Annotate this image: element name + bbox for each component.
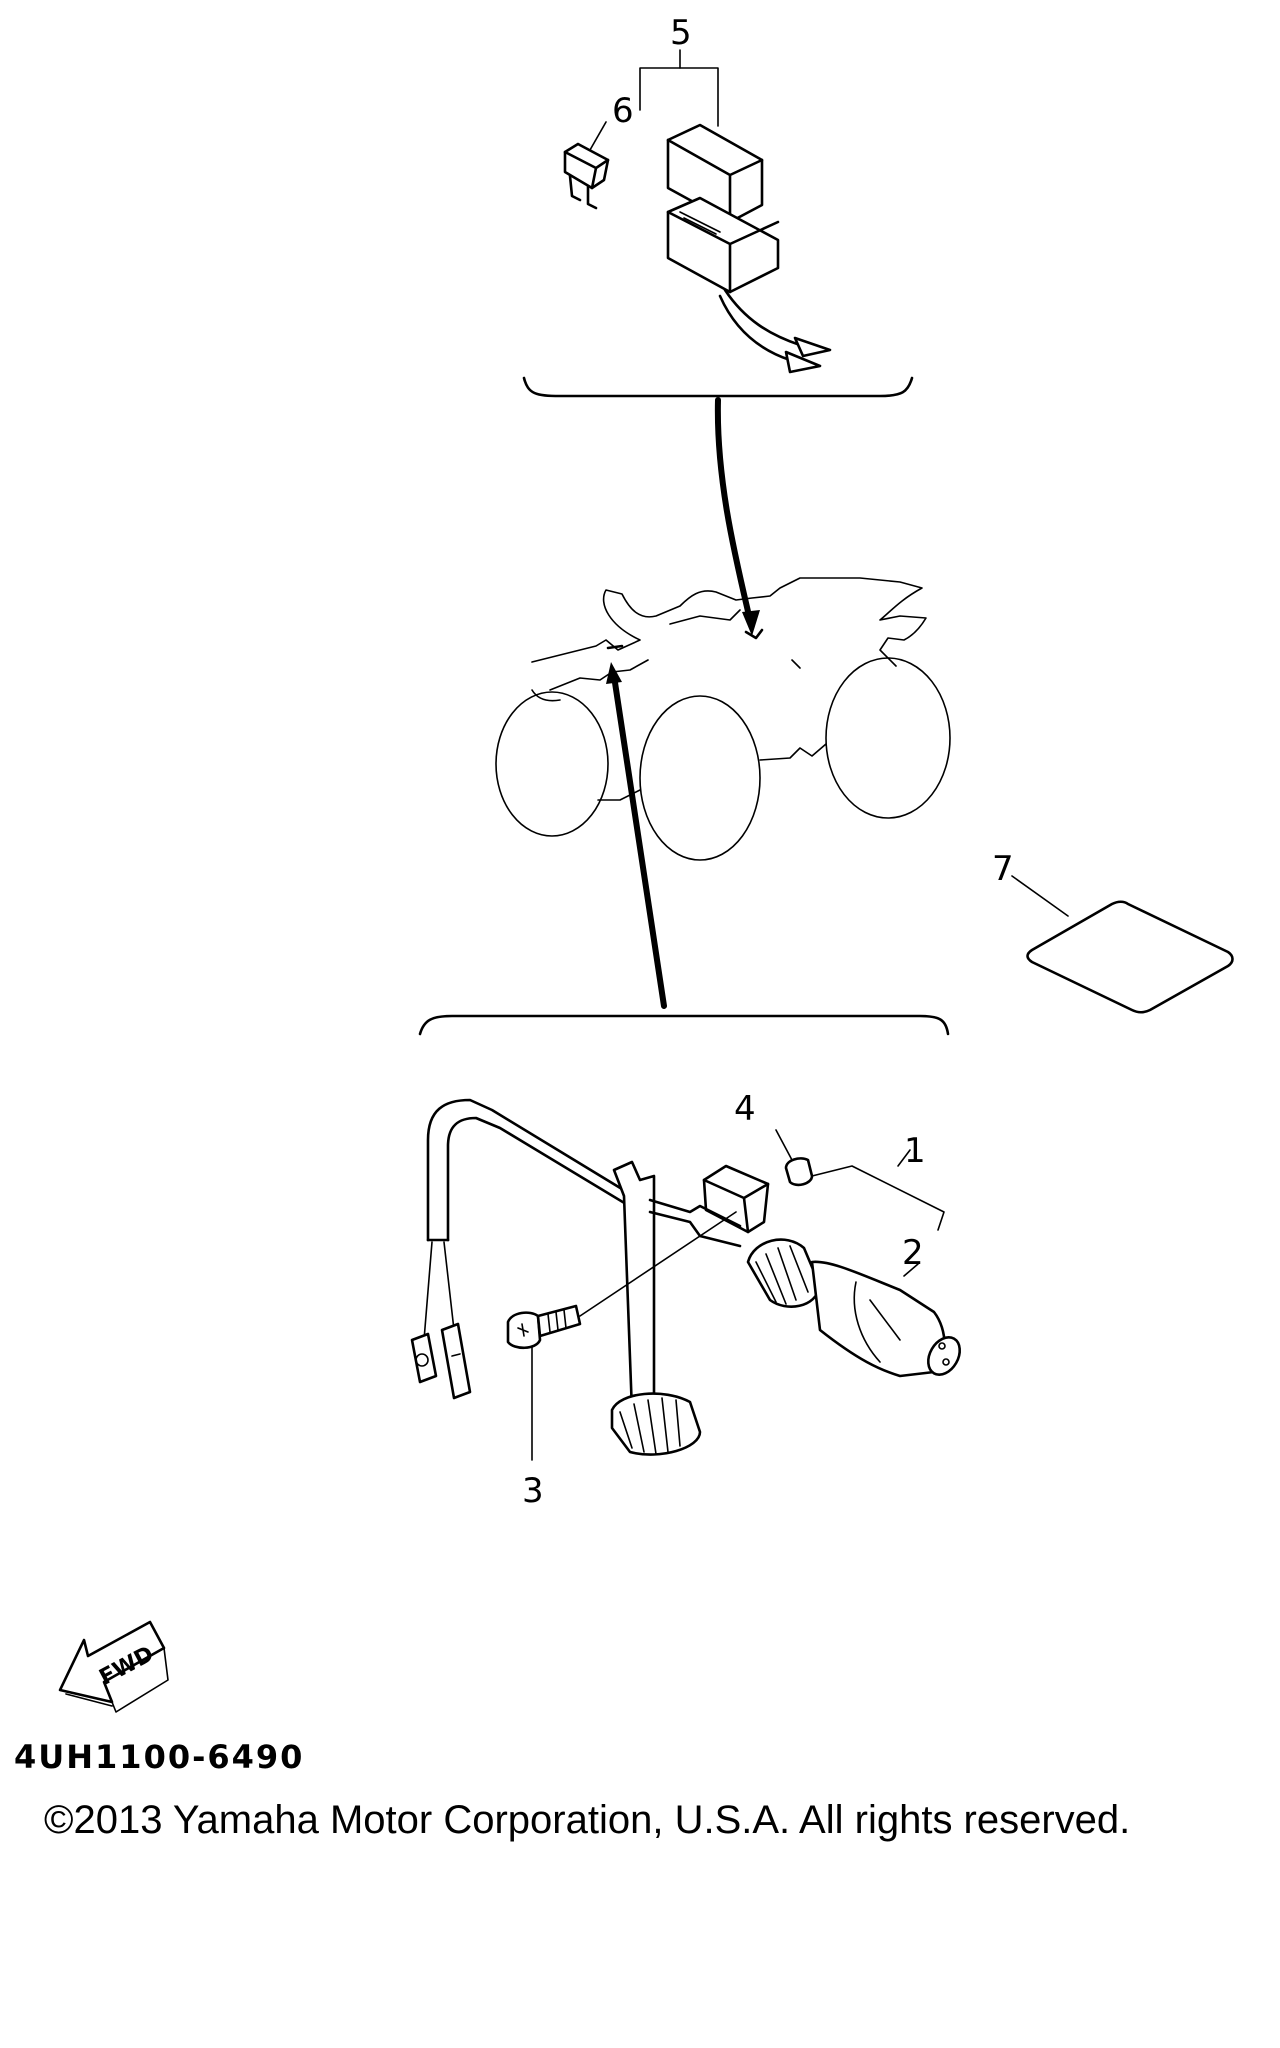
top-bracket bbox=[522, 376, 914, 398]
callout-3: 3 bbox=[522, 1471, 544, 1511]
leaders-top bbox=[589, 49, 719, 151]
callout-1: 1 bbox=[904, 1131, 926, 1171]
leaders-bottom bbox=[531, 1129, 945, 1461]
bottom-bracket bbox=[418, 1014, 950, 1036]
fuse bbox=[563, 142, 610, 210]
relay-assembly bbox=[666, 123, 832, 374]
atv-silhouette bbox=[495, 577, 951, 861]
copyright-notice: ©2013 Yamaha Motor Corporation, U.S.A. A… bbox=[44, 1798, 1131, 1842]
part-code: 4UH1100-6490 bbox=[14, 1738, 305, 1776]
callout-5: 5 bbox=[670, 13, 692, 53]
fwd-arrow-icon: FWD bbox=[58, 1620, 169, 1713]
label-sticker bbox=[1011, 875, 1234, 1014]
switch-assembly bbox=[410, 1098, 962, 1456]
callout-7: 7 bbox=[992, 849, 1014, 889]
location-arrows bbox=[606, 397, 760, 1009]
callout-6: 6 bbox=[612, 91, 634, 131]
callout-2: 2 bbox=[902, 1233, 924, 1273]
callout-4: 4 bbox=[734, 1089, 756, 1129]
